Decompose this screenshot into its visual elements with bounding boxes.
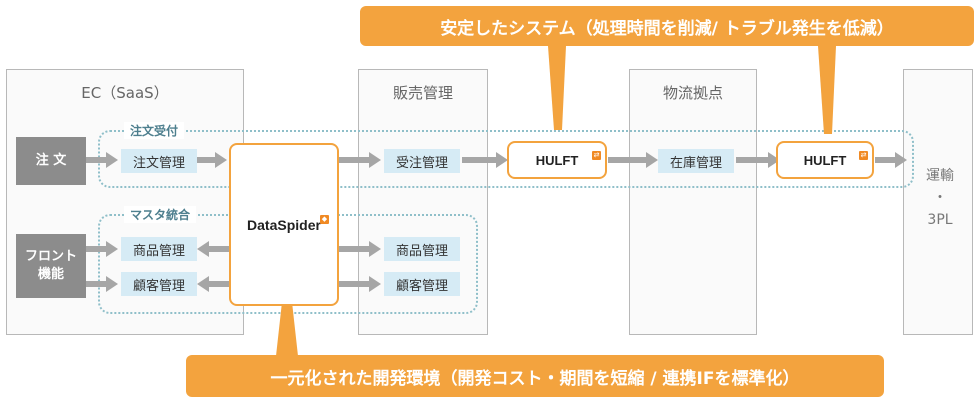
order-receipt-group-label: 注文受付 bbox=[124, 122, 185, 139]
front-function-line2: 機能 bbox=[37, 267, 64, 282]
arrow-dataspider-to-ec-customer bbox=[209, 281, 229, 287]
bottom-callout: 一元化された開発環境（開発コスト・期間を短縮 / 連携IFを標準化） bbox=[186, 355, 884, 397]
sales-management-title: 販売管理 bbox=[392, 84, 453, 102]
top-callout-pointer-right bbox=[818, 46, 836, 134]
transport-label: 運輸 bbox=[926, 168, 954, 184]
ec-product-management-box: 商品管理 bbox=[121, 237, 197, 261]
hulft-logo-text-2: HULFT bbox=[803, 152, 847, 168]
arrow-hulft-to-inventory bbox=[608, 157, 646, 163]
hulft-logo-text: HULFT bbox=[535, 152, 579, 168]
arrow-front-to-customer bbox=[86, 281, 106, 287]
ec-order-management-box: 注文管理 bbox=[121, 149, 197, 173]
dataspider-box: DataSpider ◆ bbox=[229, 143, 339, 306]
transport-column bbox=[903, 69, 973, 335]
front-function-line1: フロント bbox=[24, 249, 77, 264]
arrow-order-mgmt-to-dataspider bbox=[197, 157, 215, 163]
3pl-label: 3PL bbox=[927, 212, 953, 228]
transport-3pl-label: 運輸 ・ 3PL bbox=[915, 165, 965, 231]
logistics-inventory-box: 在庫管理 bbox=[658, 149, 734, 173]
sales-receive-order-box: 受注管理 bbox=[384, 149, 460, 173]
hulft-logo-icon: ⇄ bbox=[592, 151, 601, 160]
bottom-callout-pointer bbox=[276, 302, 298, 356]
order-source-box: 注 文 bbox=[16, 137, 86, 185]
arrow-order-to-order-mgmt bbox=[86, 157, 106, 163]
arrow-inventory-to-hulft2 bbox=[736, 157, 768, 163]
ec-customer-management-box: 顧客管理 bbox=[121, 272, 197, 296]
top-callout: 安定したシステム（処理時間を削減/ トラブル発生を低減） bbox=[360, 6, 974, 46]
arrow-dataspider-to-receive-order bbox=[339, 157, 369, 163]
sales-customer-management-box: 顧客管理 bbox=[384, 272, 460, 296]
transport-separator: ・ bbox=[933, 190, 947, 206]
arrow-hulft2-to-transport bbox=[875, 157, 895, 163]
arrow-dataspider-to-ec-product bbox=[209, 246, 229, 252]
dataspider-logo-icon: ◆ bbox=[320, 215, 329, 224]
arrow-receive-order-to-hulft bbox=[462, 157, 496, 163]
hulft-box-logistics-transport: HULFT ⇄ bbox=[776, 141, 874, 179]
arrow-front-to-product bbox=[86, 246, 106, 252]
ec-saas-title: EC（SaaS） bbox=[81, 84, 169, 102]
top-callout-pointer-left bbox=[548, 46, 566, 130]
logistics-column: 物流拠点 bbox=[629, 69, 757, 335]
logistics-title: 物流拠点 bbox=[662, 84, 723, 102]
master-integration-group-label: マスタ統合 bbox=[124, 206, 197, 223]
hulft-logo-icon-2: ⇄ bbox=[859, 151, 868, 160]
sales-product-management-box: 商品管理 bbox=[384, 237, 460, 261]
dataspider-logo-text: DataSpider bbox=[247, 216, 321, 233]
arrow-dataspider-to-sales-customer bbox=[339, 281, 369, 287]
arrow-dataspider-to-sales-product bbox=[339, 246, 369, 252]
hulft-box-sales-logistics: HULFT ⇄ bbox=[507, 141, 607, 179]
front-function-box: フロント 機能 bbox=[16, 234, 86, 298]
